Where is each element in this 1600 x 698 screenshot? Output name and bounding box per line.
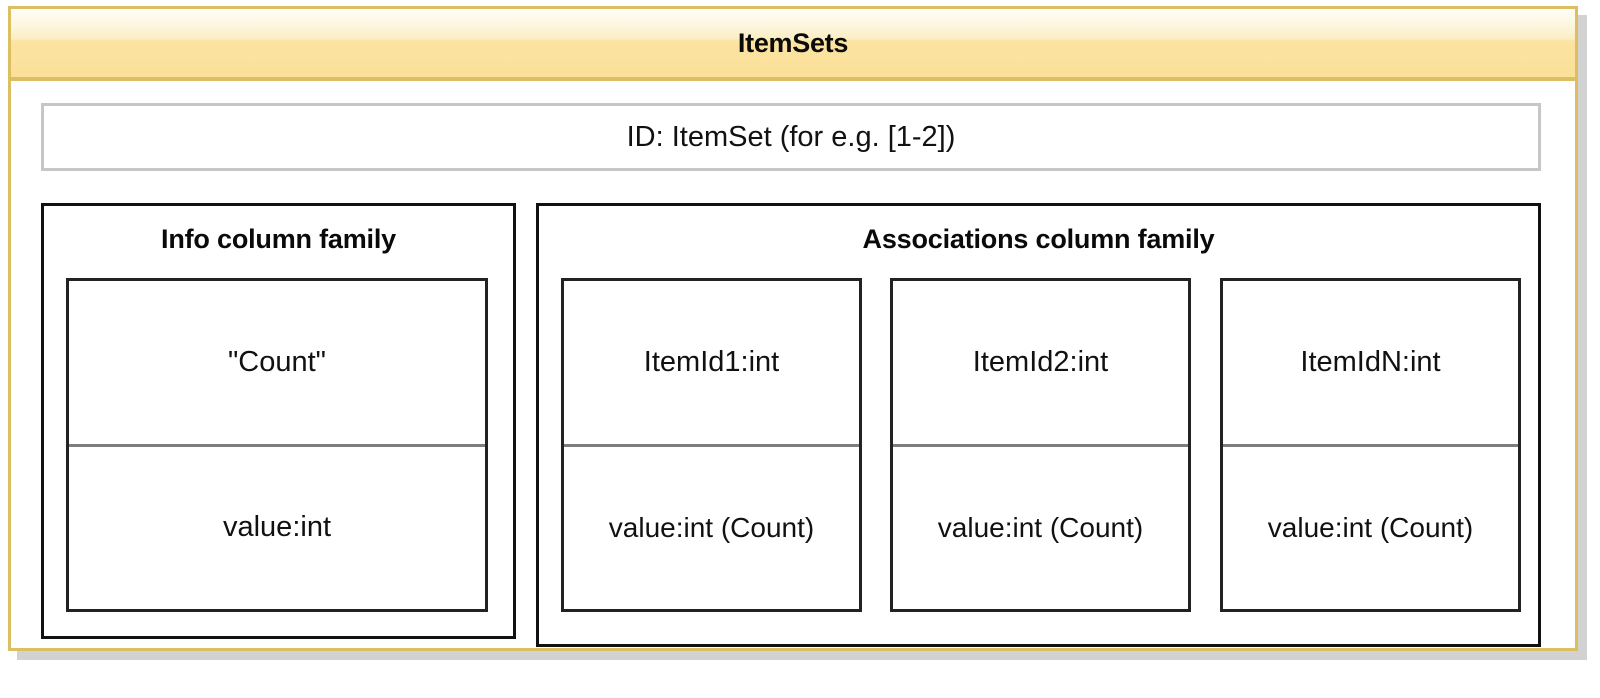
card-body: ID: ItemSet (for e.g. [1-2]) Info column… <box>11 81 1575 647</box>
page-title: ItemSets <box>737 27 849 58</box>
qualifier-cell: ItemId1:int value:int (Count) <box>561 278 862 612</box>
qualifier-cell: "Count" value:int <box>66 278 488 612</box>
card-header: ItemSets <box>11 9 1575 81</box>
column-family-associations: Associations column family ItemId1:int v… <box>536 203 1541 647</box>
qualifier-name: ItemId2:int <box>972 345 1109 378</box>
qualifier-name: ItemId1:int <box>643 345 780 378</box>
column-family-info: Info column family "Count" value:int <box>41 203 516 639</box>
qualifier-name: ItemIdN:int <box>1300 345 1441 378</box>
qualifier-cell: ItemId2:int value:int (Count) <box>890 278 1191 612</box>
column-family-associations-title: Associations column family <box>862 224 1215 254</box>
qualifier-value: value:int (Count) <box>1223 443 1518 610</box>
column-family-info-title: Info column family <box>161 224 396 254</box>
qualifier-cell: ItemIdN:int value:int (Count) <box>1220 278 1521 612</box>
qualifier-name: "Count" <box>228 345 326 378</box>
row-key-box: ID: ItemSet (for e.g. [1-2]) <box>41 103 1541 171</box>
itemsets-table-card: ItemSets ID: ItemSet (for e.g. [1-2]) In… <box>8 6 1578 651</box>
qualifier-value: value:int <box>69 443 485 610</box>
qualifier-value: value:int (Count) <box>893 443 1188 610</box>
qualifier-value: value:int (Count) <box>564 443 859 610</box>
row-key-label: ID: ItemSet (for e.g. [1-2]) <box>626 120 956 153</box>
